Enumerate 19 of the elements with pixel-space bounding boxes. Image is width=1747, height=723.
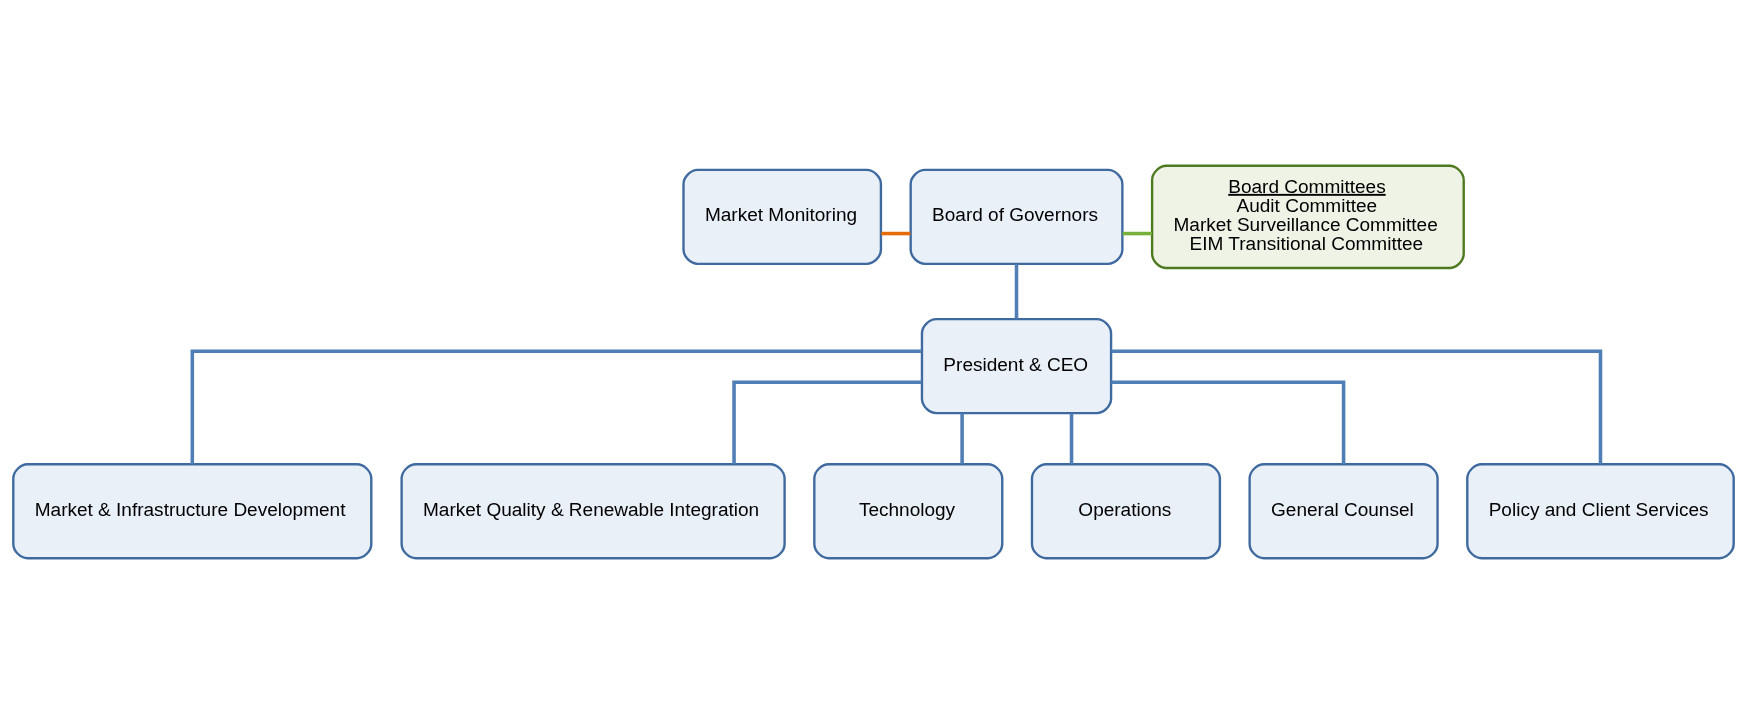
connector [881, 231, 911, 235]
node-box: Market Quality & Renewable Integration [400, 462, 786, 559]
node-box: Technology [813, 462, 1004, 559]
connector [1111, 349, 1603, 464]
node-box: Market & Infrastructure Development [12, 462, 373, 559]
connector [1014, 263, 1019, 319]
node-box: Operations [1030, 462, 1222, 559]
connector [1122, 231, 1152, 235]
node-box: President & CEO [920, 317, 1113, 414]
connector [1069, 412, 1074, 464]
node-box: General Counsel [1248, 462, 1439, 559]
connector [732, 379, 922, 464]
node-box: Policy and Client Services [1466, 462, 1735, 559]
node-box: Board of Governors [909, 168, 1124, 265]
node-box: Market Monitoring [682, 168, 883, 265]
connector [960, 412, 964, 464]
connector [190, 349, 922, 464]
node-box: Board Committees Audit Committee Market Surveillance Committee EIM Transitional Committee [1150, 164, 1465, 269]
connector [1111, 379, 1346, 464]
